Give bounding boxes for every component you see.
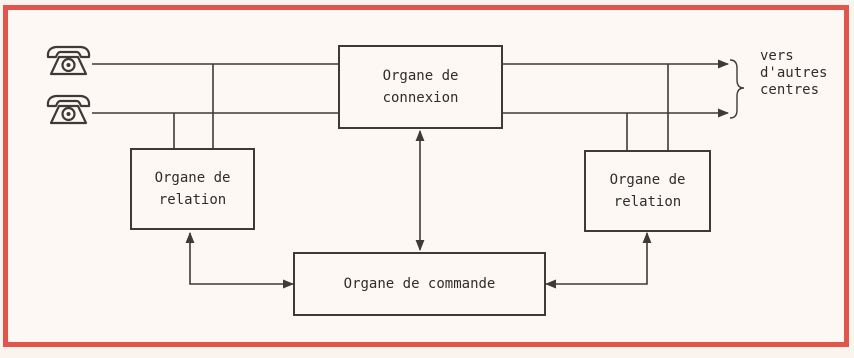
block-label-line: Organe de [154, 170, 231, 186]
telephone-icon [46, 94, 91, 125]
control-block: Organe de commande [293, 252, 546, 316]
left-relation-block: Organe de relation [130, 148, 255, 230]
note-line: centres [760, 82, 820, 98]
block-label-line: Organe de commande [343, 276, 496, 292]
block-label-line: connexion [382, 90, 459, 106]
note-line: d'autres [760, 65, 828, 81]
control-link-right [544, 231, 652, 289]
right-relation-block: Organe de relation [584, 150, 711, 232]
switching-block: Organe de connexion [338, 45, 503, 129]
block-label-line: relation [158, 192, 227, 208]
telephone-icon [46, 45, 91, 76]
control-link-left [185, 231, 295, 289]
destination-brace [729, 59, 745, 119]
destination-note: vers d'autres centres [760, 48, 827, 99]
block-label-line: relation [613, 194, 682, 210]
block-label-line: Organe de [609, 172, 686, 188]
note-line: vers [760, 48, 794, 64]
block-label-line: Organe de [382, 68, 459, 84]
